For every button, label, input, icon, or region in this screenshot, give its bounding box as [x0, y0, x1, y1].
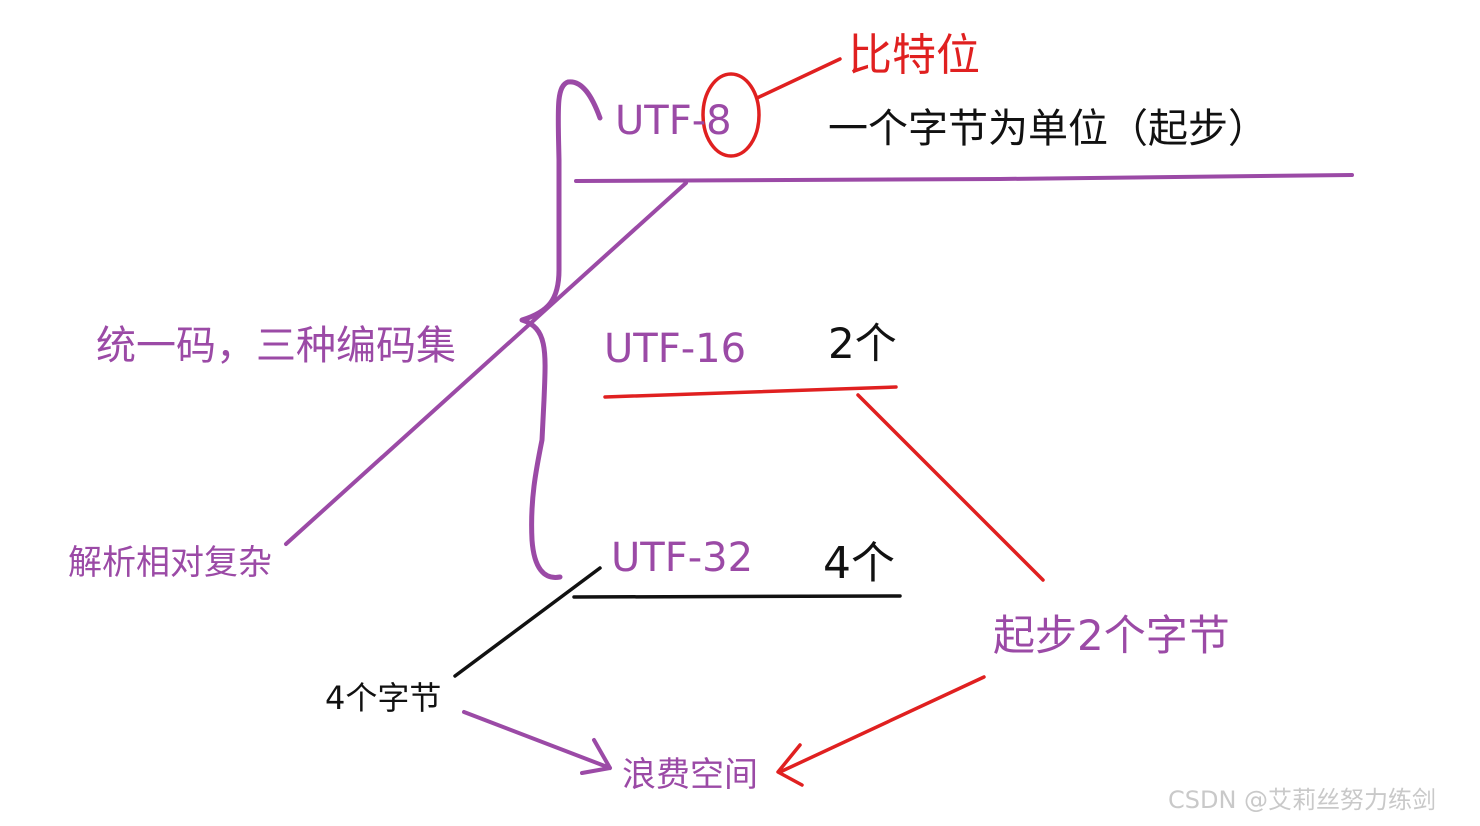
four-bytes-label: 4个字节 — [325, 679, 442, 717]
utf16-pointer-line — [856, 393, 1045, 582]
unicode-three-sets-label: 统一码，三种编码集 — [96, 323, 456, 369]
brace-stroke — [519, 79, 603, 580]
complex-diagonal-line — [284, 181, 688, 546]
start-two-bytes-label: 起步2个字节 — [993, 611, 1230, 660]
complex-parsing-label: 解析相对复杂 — [68, 543, 272, 583]
bit-label: 比特位 — [848, 30, 980, 81]
one-byte-unit-label: 一个字节为单位（起步） — [828, 106, 1268, 152]
waste-arrow-red — [776, 675, 986, 787]
bit-pointer-line — [755, 57, 842, 100]
utf16-bytes-label: 2个 — [828, 319, 897, 368]
utf8-label: UTF-8 — [615, 98, 732, 144]
csdn-watermark: CSDN @艾莉丝努力练剑 — [1168, 786, 1437, 814]
waste-arrow-purple — [462, 710, 612, 775]
utf32-underline — [572, 594, 902, 599]
utf32-bytes-label: 4个 — [823, 538, 895, 589]
waste-space-label: 浪费空间 — [622, 755, 758, 795]
bit-circle — [701, 72, 761, 158]
utf16-label: UTF-16 — [604, 326, 747, 372]
utf8-underline — [574, 173, 1354, 183]
utf32-pointer-line — [453, 566, 602, 678]
utf32-label: UTF-32 — [611, 535, 754, 581]
utf16-underline — [603, 385, 898, 399]
